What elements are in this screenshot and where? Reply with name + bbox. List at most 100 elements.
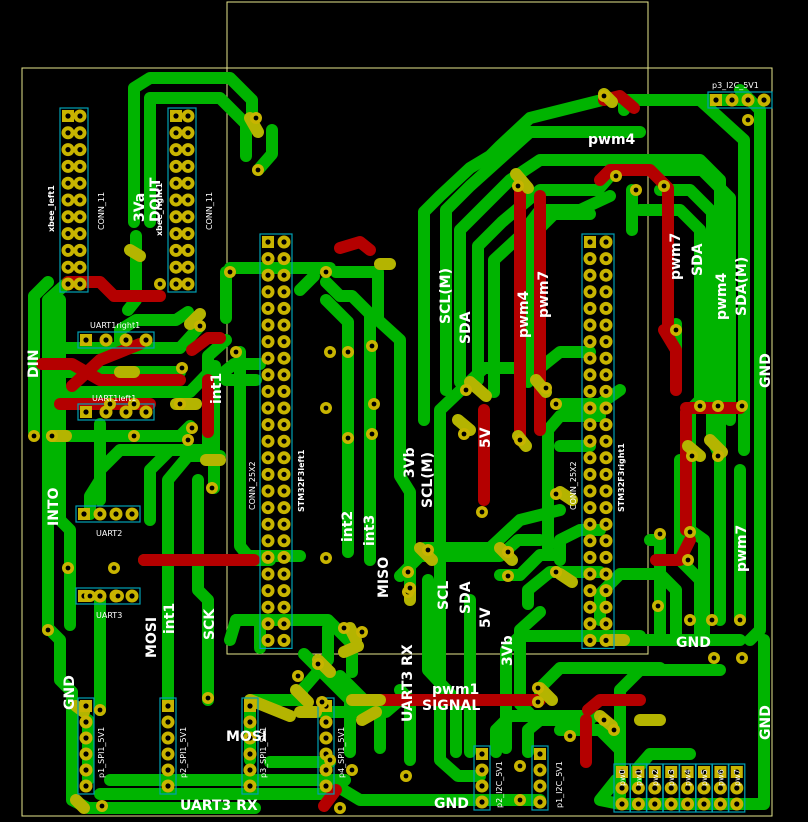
stm-right-header-pin [599, 351, 613, 365]
stm-left-header-pin [261, 252, 275, 266]
p3-spi-header-courtyard [241, 697, 259, 795]
stm-left-header-pin [277, 301, 291, 315]
xbee-left-header-pin [62, 110, 74, 122]
stm-left-header-pin [277, 368, 291, 382]
pwm-header-2 [646, 763, 664, 813]
pwm-header-3-pin [665, 766, 678, 778]
via [356, 626, 368, 638]
via [402, 566, 414, 578]
stm-left-header-pin [261, 584, 275, 598]
net-label-uart3-rx-vertical: UART3 RX [400, 644, 416, 722]
stm-right-header-pin [583, 268, 597, 282]
stm-left-header-pin [277, 418, 291, 432]
via [320, 552, 332, 564]
xbee-left-header-pin [73, 176, 87, 190]
pwm-header-5-pin [697, 797, 711, 811]
net-label-pwm4-top: pwm4 [588, 132, 636, 148]
via [230, 346, 242, 358]
net-label-signal: SIGNAL [422, 698, 480, 714]
stm-right-header-pin [599, 567, 613, 581]
p1-i2c-header-pin [533, 795, 547, 809]
stm-right-header-pin [583, 335, 597, 349]
xbee-left-header-pin [61, 159, 75, 173]
pwm-header-label: pw5 [700, 769, 709, 786]
p1-i2c-header [531, 745, 549, 811]
xbee-left-header-pin [73, 210, 87, 224]
xbee-right-header-courtyard [167, 107, 197, 293]
stm-left-header-pin [261, 285, 275, 299]
p2-i2c-header-pin [475, 795, 489, 809]
via [736, 400, 748, 412]
pwm-header-3-pin [664, 797, 678, 811]
stm-right-value: CONN_25X2 [569, 461, 578, 510]
stm-right-header-pin [583, 384, 597, 398]
p3-spi-header [241, 697, 259, 795]
stm-right-header-pin [599, 501, 613, 515]
stm-right-header-pin [599, 484, 613, 498]
stm-right-header-pin [599, 285, 613, 299]
pwm-header-label: pw1 [634, 769, 643, 786]
via [682, 554, 694, 566]
stm-left-header-pin [277, 401, 291, 415]
net-label-pwm4-mid: pwm4 [516, 290, 532, 338]
net-label-pwm4-right: pwm4 [714, 272, 730, 320]
xbee-right-header-pin [169, 277, 183, 291]
uart1-left-header-pin [80, 406, 92, 418]
via [708, 652, 720, 664]
p1-spi-header-pin [79, 715, 93, 729]
xbee-left-header-pin [61, 243, 75, 257]
p2-i2c-header-pin [475, 779, 489, 793]
xbee-left-header-pin [61, 227, 75, 241]
xbee-left-ref: xbee_left1 [47, 185, 56, 232]
net-label-dout: DOUT [148, 177, 164, 222]
pwm-header-0-pin [615, 797, 629, 811]
pwm-header-1-pin [632, 766, 645, 778]
pwm-header-4-pin [681, 797, 695, 811]
stm-right-header-pin [599, 368, 613, 382]
via [564, 730, 576, 742]
uart3-header-pin [125, 589, 139, 603]
stm-right-header-pin [583, 567, 597, 581]
via [174, 398, 186, 410]
p3-i2c-header-pin [757, 93, 771, 107]
via [742, 114, 754, 126]
stm-left-header-pin [277, 235, 291, 249]
via [684, 614, 696, 626]
p1-spi-header-pin [79, 779, 93, 793]
stm-left-header-pin [261, 534, 275, 548]
stm-left-header-courtyard [259, 233, 293, 649]
p2-i2c-header-pin [476, 748, 488, 760]
stm-right-header-pin [583, 534, 597, 548]
p1-spi-header [77, 697, 95, 795]
pwm-header-4 [678, 763, 697, 813]
via [320, 266, 332, 278]
via [694, 400, 706, 412]
net-label-scl-bottom: SCL [436, 581, 452, 610]
xbee-left-header-pin [73, 109, 87, 123]
stm-right-header-pin [599, 550, 613, 564]
pwm-header-2-pin [648, 797, 662, 811]
stm-left-header-pin [261, 401, 275, 415]
via [252, 164, 264, 176]
via [84, 590, 96, 602]
stm-left-header-pin [261, 484, 275, 498]
stm-left-header-pin [261, 517, 275, 531]
via [712, 450, 724, 462]
via-layer [28, 90, 754, 814]
via [366, 428, 378, 440]
xbee-left-header-pin [73, 260, 87, 274]
p3-spi-header-pin [243, 731, 257, 745]
via [292, 670, 304, 682]
stm-right-header-pin [583, 617, 597, 631]
net-label-sda-right: SDA [690, 243, 706, 276]
stm-left-header-pin [277, 567, 291, 581]
pwm-header-7 [728, 763, 746, 813]
pwm-header-label: pw7 [733, 769, 742, 786]
pwm-header-6-pin [714, 766, 727, 778]
via [712, 400, 724, 412]
net-label-sda-m: SDA(M) [734, 257, 750, 316]
p3-i2c-header-pin [741, 93, 755, 107]
p4-spi-header-pin [319, 731, 333, 745]
xbee-right-header-pin [181, 260, 195, 274]
xbee-left-header-pin [73, 243, 87, 257]
